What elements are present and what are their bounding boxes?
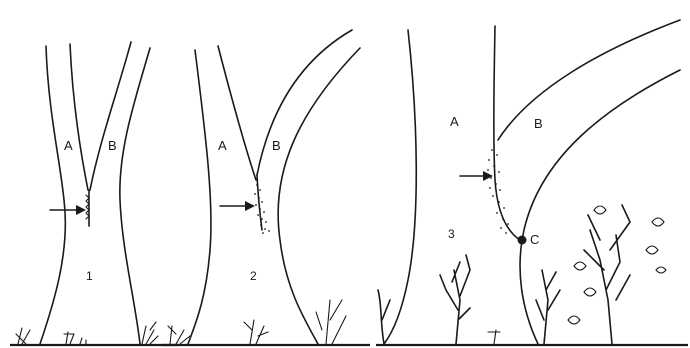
panel-1: A B 1 [10,42,178,345]
union-line-2 [257,175,262,230]
label-a-1: A [64,138,73,153]
callus-dots-3 [487,149,509,234]
label-b-3: B [534,116,543,131]
stem-a-inner-edge-2 [218,46,256,180]
panel-3: C A B 3 [376,20,688,345]
shrub-3e [584,205,630,344]
label-a-3: A [450,114,459,129]
plant-2c [316,300,346,344]
shrub-3b [440,255,470,344]
arrow-1 [50,205,86,215]
trunk-right-edge-3 [520,70,680,344]
plant-2b [244,320,268,344]
panel-number-3: 3 [448,227,455,241]
plant-3c [488,330,500,344]
plant-1c [80,338,86,344]
shrub-3a [378,290,390,344]
trunk-left-edge-2 [188,50,211,344]
plant-1d [142,322,158,344]
point-c-marker [518,236,527,245]
plant-1a [16,328,30,344]
panel-number-2: 2 [250,269,257,283]
stem-a-inner-edge-1 [70,44,88,190]
trunk-right-edge-2 [278,48,360,344]
trunk-left-edge-3 [384,30,416,344]
stem-b-inner-edge-1 [90,42,131,190]
stem-b-inner-edge-2 [257,30,352,175]
leaf-cluster-3 [568,206,666,324]
stem-b-upper-edge-3 [498,20,680,140]
label-c-3: C [530,232,539,247]
arrow-2 [220,201,255,211]
stem-a-edge-3 [494,26,520,240]
label-b-1: B [108,138,117,153]
plant-1b [64,332,74,344]
panel-number-1: 1 [86,269,93,283]
trunk-right-edge-1 [120,48,150,344]
label-a-2: A [218,138,227,153]
plant-2a [168,326,190,344]
label-b-2: B [272,138,281,153]
arrow-3 [460,171,493,181]
shrub-3d [536,270,560,344]
trunk-left-edge-1 [40,46,65,344]
panel-2: A B 2 [162,30,370,345]
